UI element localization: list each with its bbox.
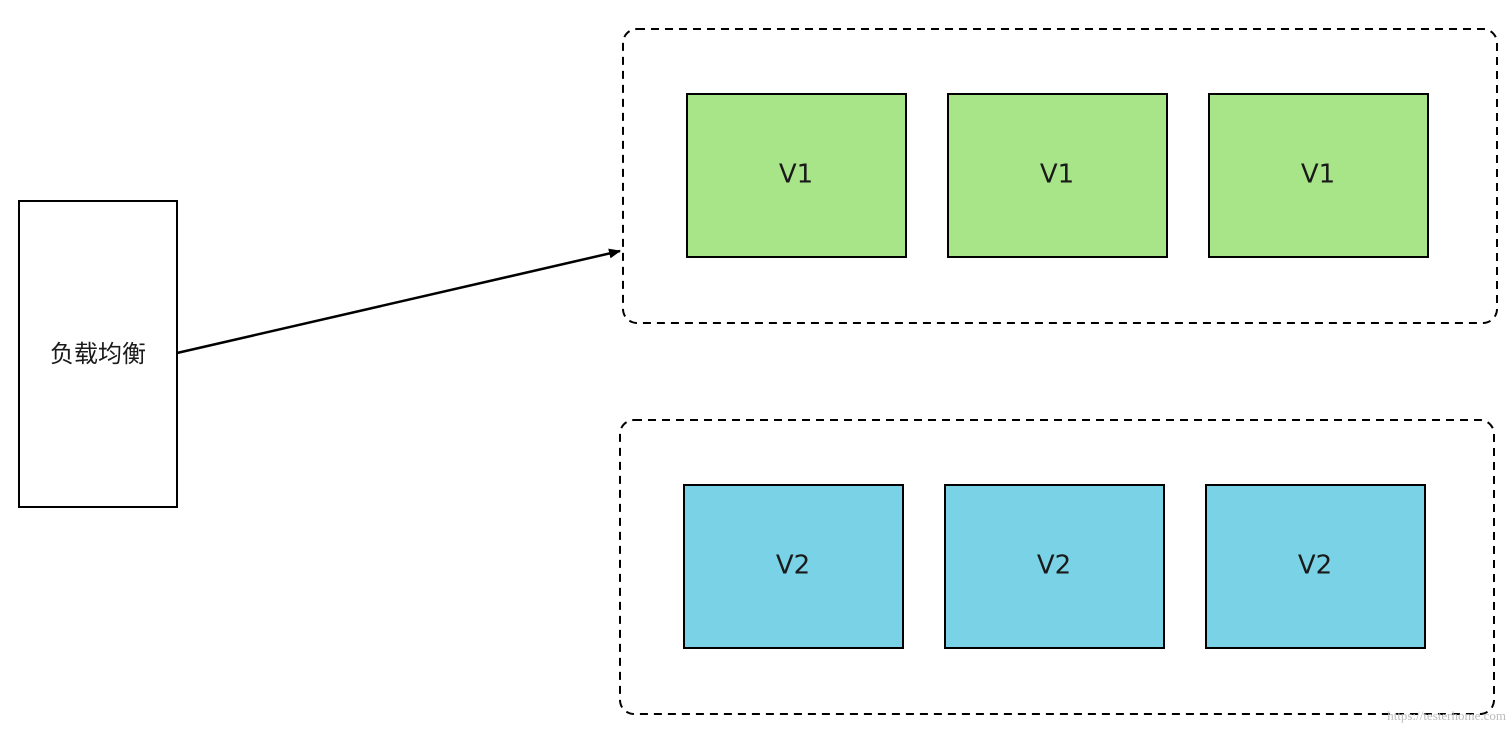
v2-node-label: V2 <box>776 551 810 581</box>
v2-group-border <box>619 419 1495 715</box>
v1-node-label: V1 <box>779 160 813 190</box>
v2-group: V2 V2 V2 <box>619 419 1495 715</box>
v1-node: V1 <box>686 93 907 258</box>
v2-node-label: V2 <box>1037 551 1071 581</box>
watermark-text: https://testerhome.com <box>1387 708 1506 723</box>
v1-node-label: V1 <box>1040 160 1074 190</box>
load-balancer-box: 负载均衡 <box>18 200 178 508</box>
v1-group-border <box>622 28 1498 324</box>
v2-node: V2 <box>944 484 1165 649</box>
v2-node-label: V2 <box>1298 551 1332 581</box>
v1-node: V1 <box>1208 93 1429 258</box>
v2-node: V2 <box>1205 484 1426 649</box>
v2-node: V2 <box>683 484 904 649</box>
v1-node-label: V1 <box>1301 160 1335 190</box>
v1-group: V1 V1 V1 <box>622 28 1498 324</box>
traffic-arrow <box>176 248 621 355</box>
load-balancer-label: 负载均衡 <box>50 340 146 368</box>
v1-node: V1 <box>947 93 1168 258</box>
